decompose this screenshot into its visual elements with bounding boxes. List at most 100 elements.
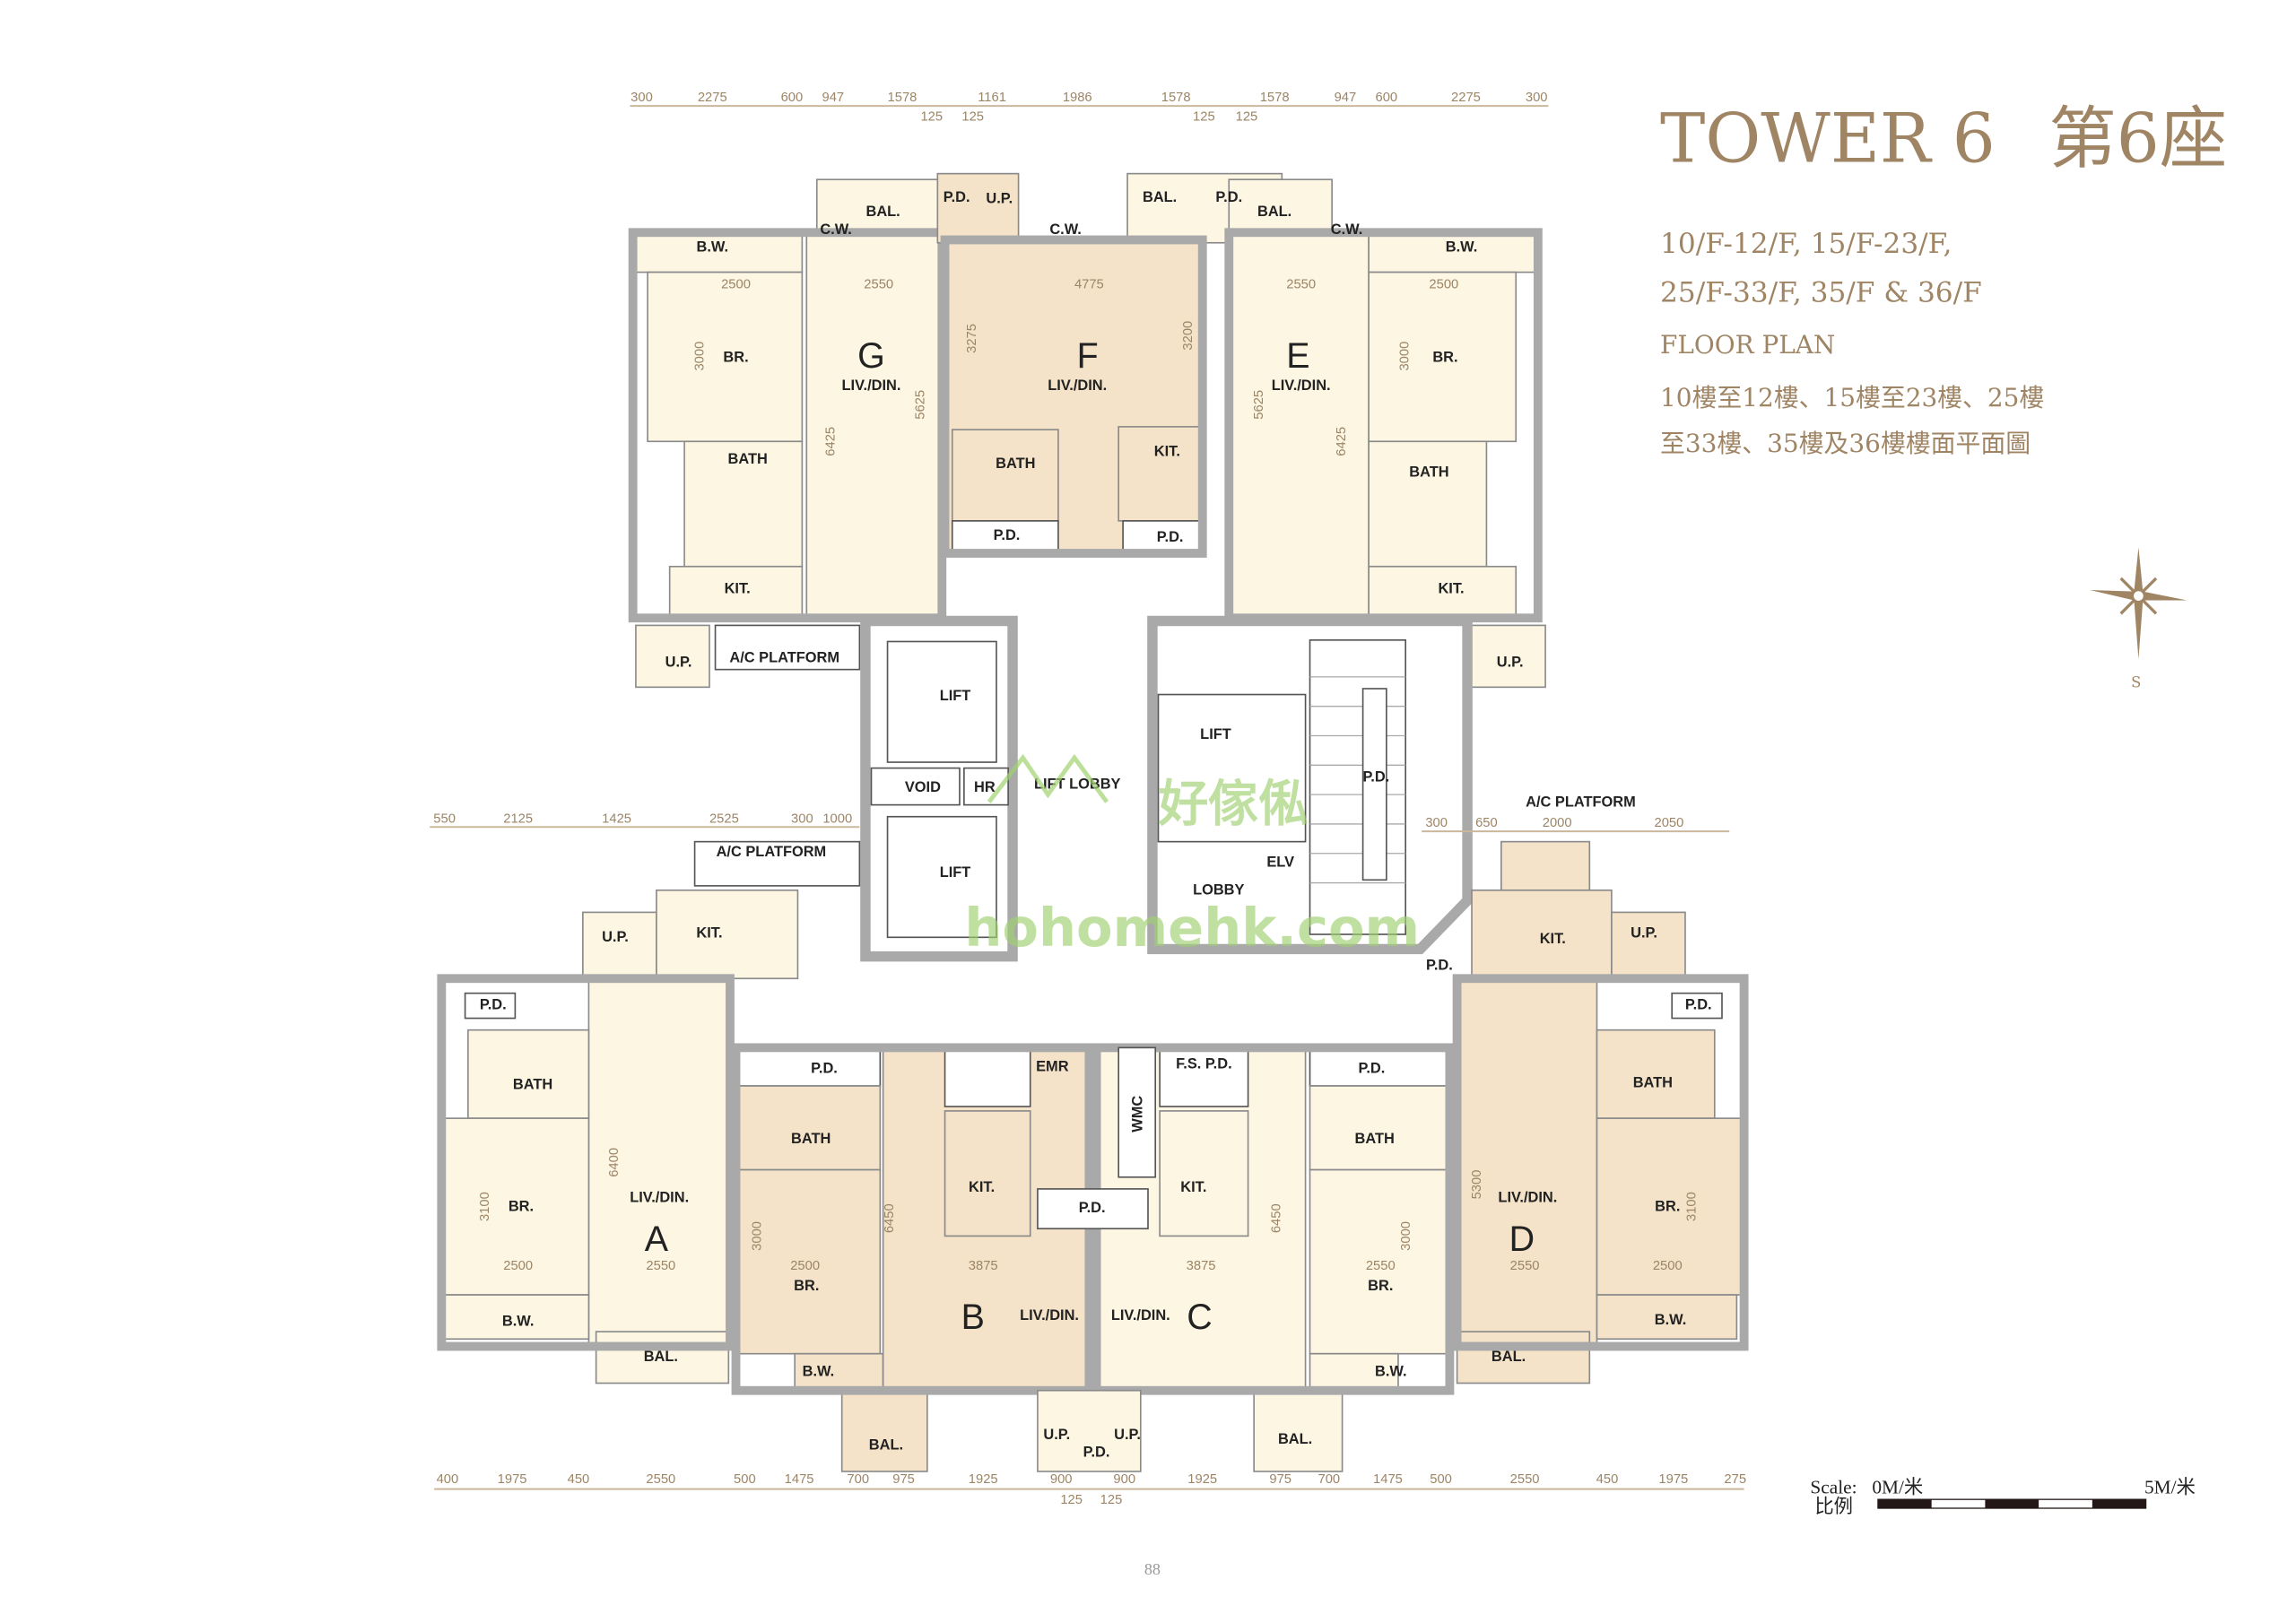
dim: 2500: [1429, 278, 1458, 292]
utility-platform: [1611, 911, 1686, 980]
dim: 5625: [1252, 390, 1266, 420]
label-up: U.P.: [986, 190, 1013, 206]
label-cw: C.W.: [1331, 221, 1363, 238]
bathroom: [1309, 1085, 1451, 1171]
watermark: 好傢俬 hohomehk.com: [964, 753, 1420, 959]
label-liv: LIV./DIN.: [1272, 378, 1331, 394]
label-pd: P.D.: [1157, 529, 1184, 545]
dimension-row-top: 300 2275 600 947 1578 125 125 1161 1986 …: [630, 91, 1549, 125]
dim: 450: [568, 1472, 590, 1487]
dim: 2550: [646, 1472, 675, 1487]
label-bath: BATH: [791, 1131, 831, 1147]
dim: 125: [961, 110, 984, 125]
floors-line-2: 25/F-33/F, 35/F & 36/F: [1660, 276, 1982, 308]
label-bw: B.W.: [502, 1314, 535, 1330]
bedroom: [440, 1117, 590, 1296]
dim: 300: [1425, 816, 1448, 830]
bedroom: [647, 271, 804, 443]
dim: 550: [433, 812, 456, 826]
label-lift: LIFT: [1200, 726, 1231, 742]
dim: 2550: [1510, 1472, 1540, 1487]
ac-platform: [714, 624, 861, 671]
dim: 400: [437, 1472, 459, 1487]
tower-title-zh: 第6座: [2048, 100, 2227, 178]
dim: 1975: [1658, 1472, 1688, 1487]
label-bal: BAL.: [1492, 1349, 1526, 1365]
dim: 900: [1050, 1472, 1073, 1487]
dim: 125: [920, 110, 943, 125]
fire-services-duct: [1159, 1046, 1249, 1107]
lift-car: [886, 815, 997, 939]
dim: 1475: [1373, 1472, 1403, 1487]
unit-b: P.D. EMR BATH KIT. BR. B LIV./DIN. B.W. …: [731, 1043, 1094, 1472]
dim: 1578: [1161, 91, 1191, 105]
dim: 300: [1526, 91, 1548, 105]
dimension-row-bottom: 400 1975 450 2550 500 1475 700 975 1925 …: [434, 1472, 1746, 1507]
label-up: U.P.: [1631, 924, 1657, 941]
label-bal: BAL.: [1143, 189, 1177, 205]
pipe-duct: [1361, 688, 1387, 881]
dim: 3275: [965, 324, 979, 353]
unit-letter: C: [1187, 1298, 1212, 1337]
label-bal: BAL.: [869, 1436, 903, 1453]
dim: 2550: [864, 278, 893, 292]
dim: 900: [1113, 1472, 1135, 1487]
dim: 5300: [1470, 1170, 1484, 1200]
label-lift: LIFT: [940, 688, 971, 704]
label-br: BR.: [794, 1278, 819, 1294]
bathroom: [1596, 1028, 1716, 1119]
dim: 3000: [692, 342, 707, 371]
dim: 1000: [822, 812, 852, 826]
balcony: [1456, 1331, 1591, 1384]
dim: 3200: [1181, 321, 1196, 351]
bedroom: [1309, 1168, 1451, 1355]
label-bath: BATH: [1409, 464, 1448, 481]
bathroom: [467, 1028, 590, 1119]
label-elv: ELV: [1266, 855, 1294, 871]
dim: 947: [822, 91, 845, 105]
dim: 650: [1475, 816, 1498, 830]
compass-letter: S: [2131, 673, 2141, 690]
dim: 6450: [883, 1203, 897, 1233]
dim: 2500: [790, 1259, 820, 1273]
pipe-duct: [1122, 520, 1204, 551]
pipe-duct: [1037, 1188, 1149, 1230]
bathroom: [735, 1085, 882, 1171]
label-kit: KIT.: [1154, 444, 1180, 460]
utility-platform: [1037, 1389, 1142, 1472]
label-fspd: F.S. P.D.: [1176, 1055, 1232, 1072]
label-pd: P.D.: [480, 997, 507, 1013]
bay-window: [1309, 1352, 1399, 1392]
dim: 947: [1335, 91, 1357, 105]
dim: 1925: [969, 1472, 998, 1487]
utility-platform: [1467, 624, 1546, 689]
dim: 5625: [914, 390, 928, 420]
label-pd: P.D.: [944, 189, 970, 205]
label-bw: B.W.: [803, 1363, 835, 1379]
dim: 2275: [1451, 91, 1481, 105]
unit-letter: G: [857, 336, 885, 376]
dim: 600: [1376, 91, 1398, 105]
dim: 1986: [1063, 91, 1092, 105]
label-liv: LIV./DIN.: [1111, 1307, 1170, 1324]
dim: 3000: [1397, 342, 1412, 371]
label-bal: BAL.: [1257, 204, 1292, 220]
dim: 2550: [1366, 1259, 1396, 1273]
scale-start: 0M/米: [1872, 1477, 1923, 1498]
pipe-duct: [464, 992, 517, 1020]
label-pd: P.D.: [1083, 1445, 1110, 1461]
unit-letter: F: [1077, 336, 1099, 376]
bay-window: [1368, 231, 1539, 273]
page-number: 88: [1144, 1560, 1161, 1578]
label-bath: BATH: [727, 451, 767, 467]
dim: 300: [631, 91, 653, 105]
pipe-duct: [1671, 992, 1723, 1020]
label-lobby: LOBBY: [1193, 882, 1244, 898]
label-kit: KIT.: [1438, 580, 1464, 596]
label-bal: BAL.: [644, 1349, 678, 1365]
stair-treads: [1309, 676, 1406, 884]
label-up: U.P.: [602, 929, 629, 945]
unit-f: F LIV./DIN. BATH KIT. P.D. P.D. U.P. P.D…: [936, 172, 1283, 558]
label-bath: BATH: [1633, 1075, 1673, 1091]
label-bw: B.W.: [1375, 1363, 1407, 1379]
